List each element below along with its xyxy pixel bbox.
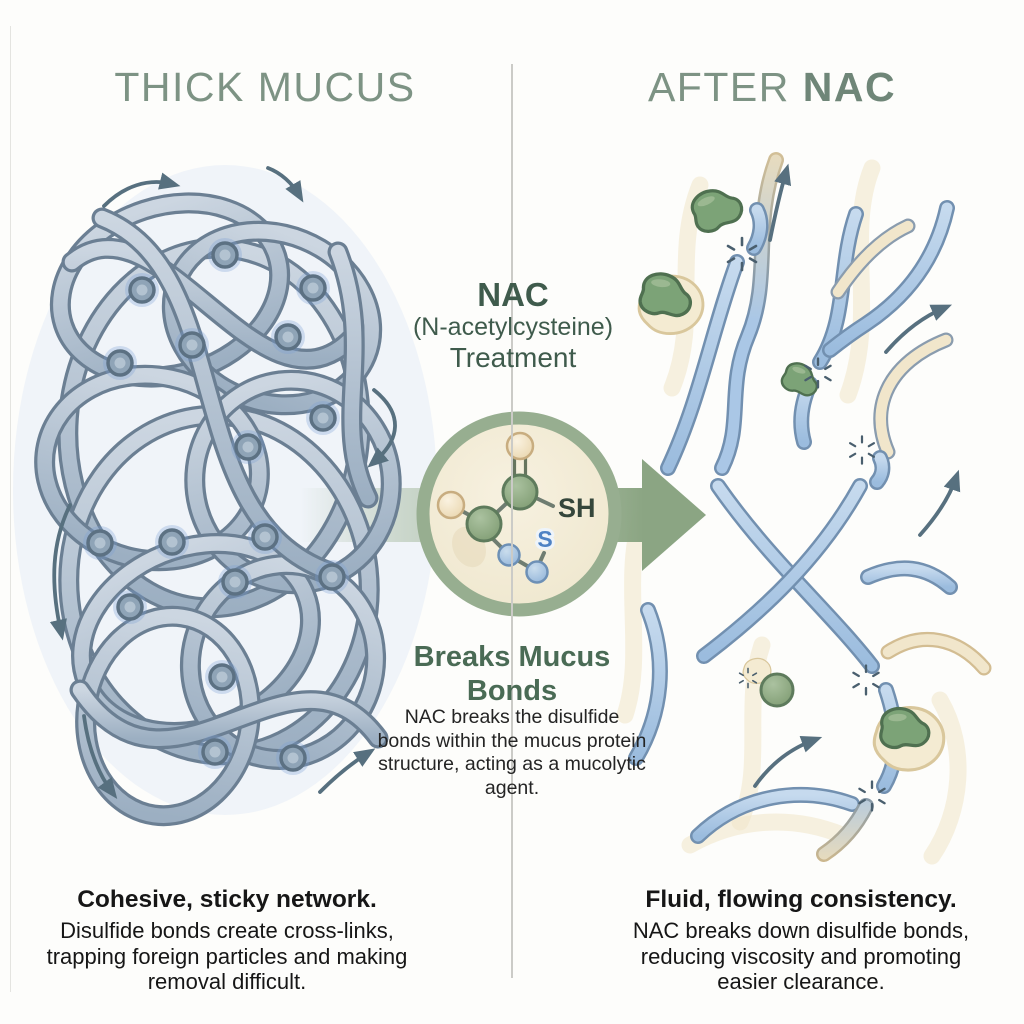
curved-arrow-icon bbox=[367, 388, 397, 468]
treatment-label: NAC (N-acetylcysteine) Treatment bbox=[383, 276, 643, 374]
loosened-mucus-strands bbox=[628, 152, 992, 862]
curved-arrow-icon bbox=[318, 748, 376, 794]
nac-molecule-sphere bbox=[759, 672, 795, 708]
sulfur-label-glow: S bbox=[537, 526, 552, 552]
right-caption: Fluid, flowing consistency. NAC breaks d… bbox=[611, 886, 991, 995]
curved-arrow-icon bbox=[266, 166, 304, 203]
right-caption-heading: Fluid, flowing consistency. bbox=[645, 886, 957, 913]
thiol-group-label: SH bbox=[558, 493, 596, 523]
curved-arrow-icon bbox=[102, 172, 181, 208]
right-title-keyword: NAC bbox=[802, 64, 897, 110]
curved-arrow-icon bbox=[753, 735, 823, 788]
right-caption-body: NAC breaks down disulfide bonds, reducin… bbox=[632, 918, 970, 994]
atom-carbon bbox=[465, 505, 503, 543]
atom-sulfur-chain bbox=[497, 543, 521, 567]
atom-carbon bbox=[501, 473, 539, 511]
right-panel-title: AFTER NAC bbox=[572, 64, 972, 111]
left-panel-title: THICK MUCUS bbox=[114, 64, 416, 110]
atom-sulfur-chain bbox=[525, 560, 549, 584]
left-caption-heading: Cohesive, sticky network. bbox=[77, 886, 377, 913]
atom-methyl bbox=[436, 490, 466, 520]
tangle-motion-arrows bbox=[49, 166, 397, 799]
nac-enzyme-blobs bbox=[634, 183, 946, 772]
flow-arrowhead bbox=[642, 459, 706, 571]
left-caption-body: Disulfide bonds create cross-links, trap… bbox=[46, 918, 408, 994]
curved-arrow-icon bbox=[49, 503, 72, 641]
treatment-word: Treatment bbox=[449, 342, 577, 373]
nac-molecule-badge: SH S S bbox=[416, 411, 622, 617]
curved-arrow-icon bbox=[82, 714, 118, 799]
atom-oxygen bbox=[505, 431, 535, 461]
treatment-nac: NAC bbox=[477, 276, 549, 313]
effect-heading: Breaks Mucus Bonds bbox=[413, 641, 611, 707]
curved-arrow-icon bbox=[918, 469, 961, 537]
clearance-motion-arrows bbox=[753, 163, 961, 788]
curved-arrow-icon bbox=[768, 163, 792, 242]
sulfur-label: S bbox=[537, 526, 552, 552]
effect-description: NAC breaks the disulfide bonds within th… bbox=[377, 706, 647, 799]
treatment-compound: (N-acetylcysteine) bbox=[412, 313, 614, 341]
right-title-prefix: AFTER bbox=[647, 64, 803, 110]
left-frame-line bbox=[10, 26, 11, 992]
left-caption: Cohesive, sticky network. Disulfide bond… bbox=[37, 886, 417, 995]
bond-break-burst-icon bbox=[848, 435, 876, 465]
curved-arrow-icon bbox=[884, 304, 953, 354]
panel-divider bbox=[511, 64, 513, 978]
